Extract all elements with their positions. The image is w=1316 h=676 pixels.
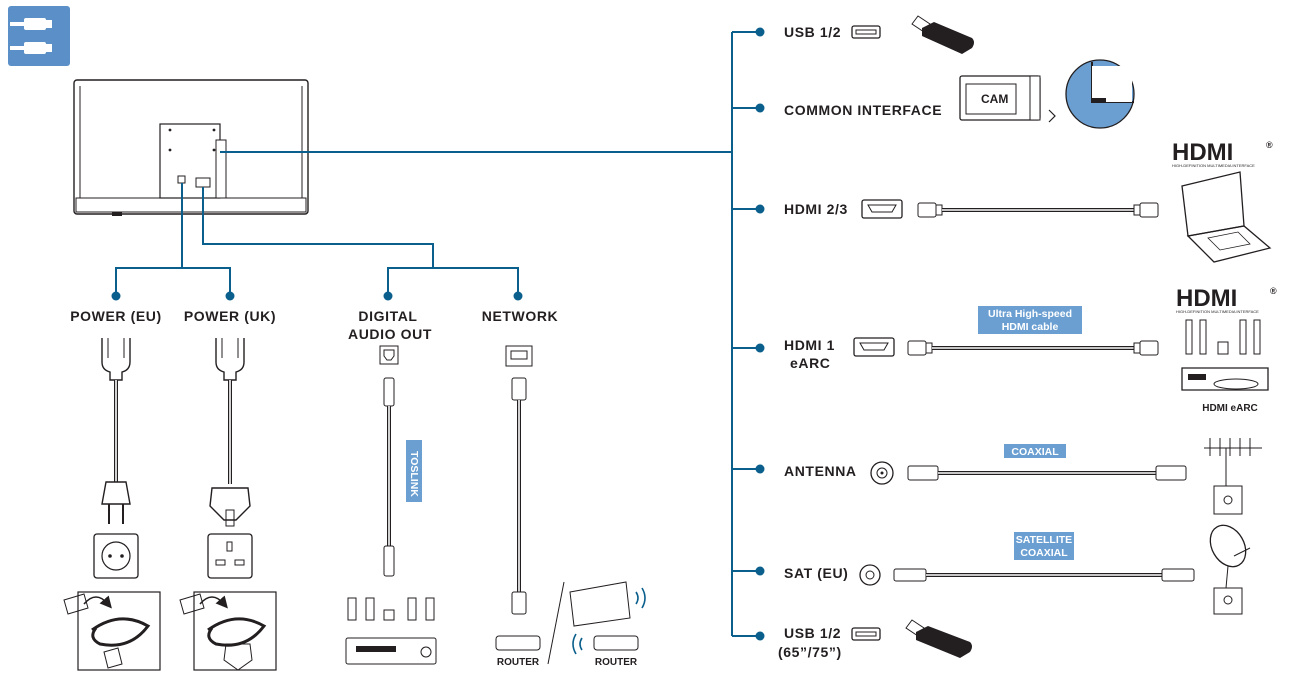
hdmi-cable-icon: [917, 202, 1159, 218]
hdmi-earc-port-icon: [853, 337, 895, 357]
network-label: NETWORK: [482, 308, 559, 324]
coaxial-cable-icon: [907, 465, 1187, 481]
uk-wall-socket-icon: [207, 533, 253, 579]
eu-cable-storage-icon: [63, 591, 161, 671]
toslink-cable-icon: [383, 377, 395, 577]
hdmi1-label-line1: HDMI 1: [784, 337, 835, 353]
sat-tag-line2: COAXIAL: [1020, 547, 1068, 559]
cam-label: CAM: [981, 92, 1008, 106]
wifi-router-label: ROUTER: [595, 657, 638, 668]
laptop-icon: [1181, 171, 1272, 263]
usb-bottom-label-line1: USB 1/2: [784, 625, 841, 641]
satellite-port-icon: [859, 564, 881, 586]
coaxial-tag: [1004, 444, 1066, 458]
cam-module-icon: [959, 75, 1041, 121]
satellite-cable-icon: [893, 568, 1195, 582]
hdmi-23-label: HDMI 2/3: [784, 201, 848, 217]
sat-label: SAT (EU): [784, 565, 848, 581]
hdmi-earc-caption: HDMI eARC: [1202, 403, 1258, 414]
ultra-hdmi-cable-icon: [907, 340, 1159, 356]
uk-power-cable-icon: [209, 338, 251, 527]
hdmi-logo-bottom: HDMI ® HIGH-DEFINITION MULTIMEDIA INTERF…: [1176, 285, 1277, 314]
satellite-dish-icon: [1209, 524, 1251, 615]
toslink-tag: [406, 440, 422, 502]
hdmi-logo-registered: ®: [1266, 140, 1273, 150]
toslink-tag-label: TOSLINK: [408, 451, 420, 497]
uk-cable-storage-icon: [179, 591, 277, 671]
power-uk-label: POWER (UK): [184, 308, 276, 324]
usb-stick-icon: [911, 15, 974, 54]
cable-connection-icon: [8, 6, 70, 66]
eu-wall-socket-icon: [93, 533, 139, 579]
sat-tag-line1: SATELLITE: [1016, 534, 1072, 546]
hdmi1-label-line2: eARC: [790, 355, 831, 371]
wired-router-label: ROUTER: [497, 657, 540, 668]
usb-top-label: USB 1/2: [784, 24, 841, 40]
optical-port-icon: [379, 345, 399, 365]
antenna-label: ANTENNA: [784, 463, 857, 479]
connection-lines: [115, 31, 760, 637]
antenna-port-icon: [870, 461, 894, 485]
usb-port-icon-bottom: [851, 627, 881, 641]
coaxial-tag-label: COAXIAL: [1011, 446, 1059, 458]
tv-back-panel: [73, 79, 309, 216]
wifi-router-icon: [569, 581, 646, 655]
digital-audio-label-line1: DIGITAL: [358, 308, 417, 324]
rooftop-antenna-icon: [1204, 438, 1262, 515]
usb-port-icon: [851, 25, 881, 39]
ultra-hdmi-tag: [978, 306, 1082, 334]
hdmi-logo-word: HDMI: [1172, 139, 1233, 166]
hdmi-logo-top: HDMI ® HIGH-DEFINITION MULTIMEDIA INTERF…: [1172, 139, 1273, 168]
hdmi-logo-subtitle: HIGH-DEFINITION MULTIMEDIA INTERFACE: [1172, 163, 1255, 168]
digital-audio-label-line2: AUDIO OUT: [348, 326, 432, 342]
wired-router-icon: [495, 635, 541, 651]
eu-power-cable-icon: [101, 338, 131, 524]
ultra-hdmi-tag-line1: Ultra High-speed: [988, 308, 1072, 320]
sat-coaxial-tag: [1014, 532, 1074, 560]
hdmi-logo-subtitle-2: HIGH-DEFINITION MULTIMEDIA INTERFACE: [1176, 309, 1259, 314]
common-interface-label: COMMON INTERFACE: [784, 102, 942, 118]
ultra-hdmi-tag-line2: HDMI cable: [1002, 321, 1059, 333]
ethernet-port-icon: [505, 345, 533, 367]
hdmi-port-icon: [861, 199, 903, 219]
home-theater-audio-icon: [345, 597, 437, 665]
cam-insert-arrow: [1048, 109, 1056, 123]
power-eu-label: POWER (EU): [70, 308, 162, 324]
ci-slot-detail-icon: [1065, 59, 1135, 129]
soundbar-receiver-icon: [1181, 319, 1269, 391]
hdmi-logo-word-2: HDMI: [1176, 285, 1237, 312]
connection-dots: [111, 27, 765, 641]
usb-bottom-label-line2: (65”/75”): [778, 644, 842, 660]
hdmi-logo-registered-2: ®: [1270, 286, 1277, 296]
usb-stick-icon-bottom: [905, 619, 972, 658]
ethernet-cable-icon: [511, 377, 527, 615]
